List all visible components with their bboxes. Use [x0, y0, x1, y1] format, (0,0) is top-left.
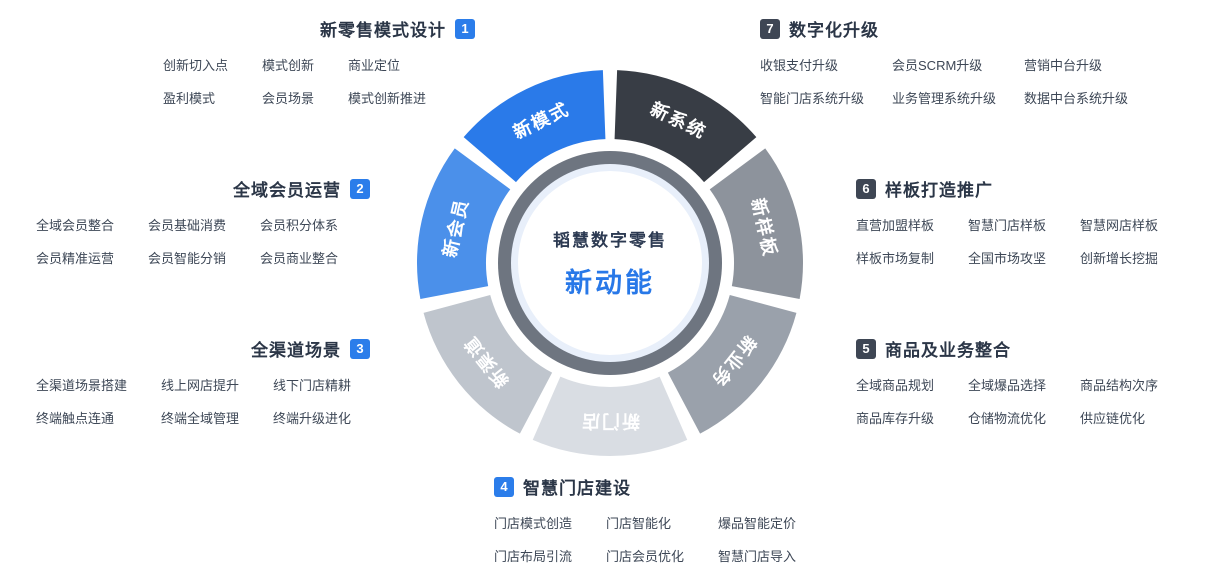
section-item: 商品结构次序: [1080, 378, 1159, 393]
wheel-segment-7: [417, 148, 511, 299]
section-item: 商业定位: [348, 58, 401, 73]
section-item: 智慧门店样板: [968, 218, 1047, 233]
section-6-items: 直营加盟样板 智慧门店样板 智慧网店样板 样板市场复制 全国市场攻坚 创新增长挖…: [856, 215, 1186, 267]
section-number-badge: 4: [494, 476, 514, 497]
section-number-badge: 2: [350, 178, 370, 199]
section-item: 样板市场复制: [856, 251, 935, 266]
wheel-segment-label: 新门店: [580, 411, 640, 432]
wheel-center: [518, 171, 702, 355]
section-item: 终端升级进化: [273, 411, 352, 426]
section-item: 收银支付升级: [760, 58, 839, 73]
section-item: 门店智能化: [606, 516, 672, 531]
section-5: 5 商品及业务整合 全域商品规划 全域爆品选择 商品结构次序 商品库存升级 仓储…: [856, 336, 1166, 427]
section-number-badge: 6: [856, 178, 876, 199]
section-5-items: 全域商品规划 全域爆品选择 商品结构次序 商品库存升级 仓储物流优化 供应链优化: [856, 375, 1166, 427]
section-title: 商品及业务整合: [885, 341, 1011, 360]
wheel-segment-2: [614, 70, 757, 183]
section-item: 创新增长挖掘: [1080, 251, 1159, 266]
section-item: 创新切入点: [163, 58, 229, 73]
section-number-badge: 1: [455, 18, 475, 39]
section-title: 全渠道场景: [251, 341, 341, 360]
section-7-items: 收银支付升级 会员SCRM升级 营销中台升级 智能门店系统升级 业务管理系统升级…: [760, 55, 1170, 107]
section-2: 全域会员运营 2 全域会员整合 会员基础消费 会员积分体系 会员精准运营 会员智…: [36, 176, 370, 267]
section-6: 6 样板打造推广 直营加盟样板 智慧门店样板 智慧网店样板 样板市场复制 全国市…: [856, 176, 1186, 267]
section-item: 全域会员整合: [36, 218, 115, 233]
section-item: 线上网店提升: [161, 378, 240, 393]
section-number-badge: 7: [760, 18, 780, 39]
section-6-header: 6 样板打造推广: [856, 176, 1186, 201]
section-title: 样板打造推广: [885, 181, 993, 200]
section-item: 商品库存升级: [856, 411, 935, 426]
section-item: 智慧网店样板: [1080, 218, 1159, 233]
section-item: 模式创新: [262, 58, 315, 73]
section-title: 智慧门店建设: [523, 479, 631, 498]
section-item: 智能门店系统升级: [760, 91, 865, 106]
section-title: 全域会员运营: [233, 181, 341, 200]
section-item: 终端全域管理: [161, 411, 240, 426]
section-item: 会员基础消费: [148, 218, 227, 233]
section-item: 智慧门店导入: [718, 549, 797, 564]
section-item: 模式创新推进: [348, 91, 427, 106]
section-item: 盈利模式: [163, 91, 216, 106]
section-item: 全渠道场景搭建: [36, 378, 128, 393]
wheel-segment-4: [667, 295, 797, 434]
section-item: 全国市场攻坚: [968, 251, 1047, 266]
wheel: 新模式新系统新样板新业务新门店新渠道新会员 韬慧数字零售 新动能: [412, 65, 808, 461]
wheel-svg: 新模式新系统新样板新业务新门店新渠道新会员: [417, 70, 803, 456]
section-2-header: 全域会员运营 2: [36, 176, 370, 201]
wheel-segment-6: [423, 295, 553, 434]
section-number-badge: 5: [856, 338, 876, 359]
section-2-items: 全域会员整合 会员基础消费 会员积分体系 会员精准运营 会员智能分销 会员商业整…: [36, 215, 370, 267]
wheel-segment-5: [532, 376, 688, 456]
section-item: 爆品智能定价: [718, 516, 797, 531]
wheel-segment-1: [463, 70, 606, 183]
section-3-header: 全渠道场景 3: [36, 336, 370, 361]
section-1-items: 创新切入点 模式创新 商业定位 盈利模式 会员场景 模式创新推进: [163, 55, 475, 107]
wheel-segment-3: [709, 148, 803, 299]
section-number-badge: 3: [350, 338, 370, 359]
section-item: 会员积分体系: [260, 218, 339, 233]
section-1-header: 新零售模式设计 1: [163, 16, 475, 41]
section-item: 终端触点连通: [36, 411, 115, 426]
section-7-header: 7 数字化升级: [760, 16, 1170, 41]
section-item: 会员SCRM升级: [892, 58, 983, 73]
section-item: 会员智能分销: [148, 251, 227, 266]
section-item: 会员商业整合: [260, 251, 339, 266]
section-item: 营销中台升级: [1024, 58, 1103, 73]
section-1: 新零售模式设计 1 创新切入点 模式创新 商业定位 盈利模式 会员场景 模式创新…: [163, 16, 475, 107]
section-item: 会员场景: [262, 91, 315, 106]
section-item: 门店模式创造: [494, 516, 573, 531]
section-4: 4 智慧门店建设 门店模式创造 门店智能化 爆品智能定价 门店布局引流 门店会员…: [494, 474, 824, 565]
section-item: 直营加盟样板: [856, 218, 935, 233]
section-title: 数字化升级: [789, 21, 879, 40]
section-item: 门店会员优化: [606, 549, 685, 564]
section-title: 新零售模式设计: [320, 21, 446, 40]
section-item: 全域商品规划: [856, 378, 935, 393]
section-item: 供应链优化: [1080, 411, 1146, 426]
section-item: 线下门店精耕: [273, 378, 352, 393]
section-item: 数据中台系统升级: [1024, 91, 1129, 106]
section-item: 会员精准运营: [36, 251, 115, 266]
section-4-header: 4 智慧门店建设: [494, 474, 824, 499]
section-7: 7 数字化升级 收银支付升级 会员SCRM升级 营销中台升级 智能门店系统升级 …: [760, 16, 1170, 107]
section-4-items: 门店模式创造 门店智能化 爆品智能定价 门店布局引流 门店会员优化 智慧门店导入: [494, 513, 824, 565]
section-5-header: 5 商品及业务整合: [856, 336, 1166, 361]
section-item: 门店布局引流: [494, 549, 573, 564]
section-3: 全渠道场景 3 全渠道场景搭建 线上网店提升 线下门店精耕 终端触点连通 终端全…: [36, 336, 370, 427]
section-item: 全域爆品选择: [968, 378, 1047, 393]
section-item: 仓储物流优化: [968, 411, 1047, 426]
section-3-items: 全渠道场景搭建 线上网店提升 线下门店精耕 终端触点连通 终端全域管理 终端升级…: [36, 375, 370, 427]
section-item: 业务管理系统升级: [892, 91, 997, 106]
